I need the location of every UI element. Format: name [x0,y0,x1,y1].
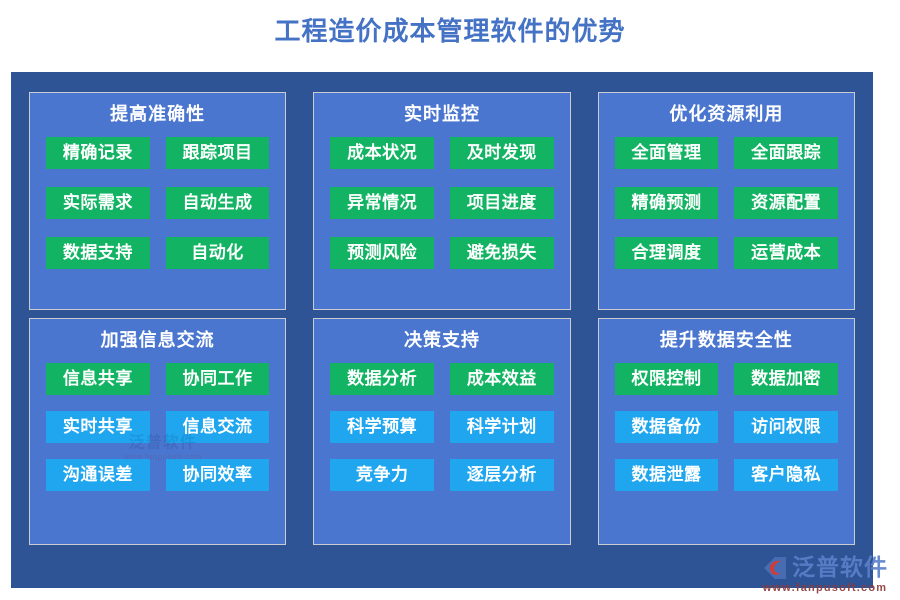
page-title: 工程造价成本管理软件的优势 [274,17,626,46]
feature-tag[interactable]: 及时发现 [449,137,554,169]
feature-tag[interactable]: 全面管理 [614,137,719,169]
feature-tag[interactable]: 避免损失 [449,237,554,269]
panel-grid: 提高准确性精确记录跟踪项目实际需求自动生成数据支持自动化实时监控成本状况及时发现… [29,92,855,572]
feature-tag[interactable]: 数据加密 [734,363,838,395]
feature-tag[interactable]: 数据分析 [330,363,434,395]
feature-tag[interactable]: 跟踪项目 [165,137,270,169]
advantage-panel: 提高准确性精确记录跟踪项目实际需求自动生成数据支持自动化 [29,92,287,310]
tag-grid: 权限控制数据加密数据备份访问权限数据泄露客户隐私 [609,363,844,534]
feature-tag[interactable]: 实时共享 [46,411,150,443]
feature-tag[interactable]: 逐层分析 [449,459,554,491]
tag-grid: 成本状况及时发现异常情况项目进度预测风险避免损失 [324,137,559,299]
feature-tag[interactable]: 实际需求 [46,187,150,219]
feature-tag[interactable]: 沟通误差 [46,459,150,491]
feature-tag[interactable]: 预测风险 [330,237,434,269]
feature-tag[interactable]: 权限控制 [614,363,719,395]
feature-tag[interactable]: 资源配置 [734,187,838,219]
feature-tag[interactable]: 成本效益 [449,363,554,395]
feature-tag[interactable]: 异常情况 [330,187,434,219]
panel-title: 加强信息交流 [100,330,215,350]
feature-tag[interactable]: 协同效率 [165,459,270,491]
tag-grid: 全面管理全面跟踪精确预测资源配置合理调度运营成本 [609,137,844,299]
feature-tag[interactable]: 数据泄露 [614,459,719,491]
panel-title: 优化资源利用 [669,104,784,124]
feature-tag[interactable]: 信息交流 [165,411,270,443]
tag-grid: 数据分析成本效益科学预算科学计划竞争力逐层分析 [324,363,559,534]
advantage-panel: 优化资源利用全面管理全面跟踪精确预测资源配置合理调度运营成本 [597,92,855,310]
advantage-panel: 实时监控成本状况及时发现异常情况项目进度预测风险避免损失 [313,92,571,310]
feature-tag[interactable]: 运营成本 [734,237,838,269]
feature-tag[interactable]: 访问权限 [734,411,838,443]
panel-title: 决策支持 [403,330,480,350]
feature-tag[interactable]: 信息共享 [46,363,150,395]
tag-grid: 信息共享协同工作实时共享信息交流沟通误差协同效率 [40,363,275,534]
feature-tag[interactable]: 竞争力 [330,459,434,491]
tag-grid: 精确记录跟踪项目实际需求自动生成数据支持自动化 [40,137,275,299]
advantages-board: 提高准确性精确记录跟踪项目实际需求自动生成数据支持自动化实时监控成本状况及时发现… [11,72,873,588]
feature-tag[interactable]: 全面跟踪 [734,137,838,169]
feature-tag[interactable]: 自动生成 [165,187,270,219]
feature-tag[interactable]: 数据备份 [614,411,719,443]
feature-tag[interactable]: 科学计划 [449,411,554,443]
feature-tag[interactable]: 合理调度 [614,237,719,269]
feature-tag[interactable]: 项目进度 [449,187,554,219]
advantage-panel: 决策支持数据分析成本效益科学预算科学计划竞争力逐层分析 [313,318,571,545]
feature-tag[interactable]: 数据支持 [46,237,150,269]
panel-title: 提升数据安全性 [659,330,793,350]
feature-tag[interactable]: 精确预测 [614,187,719,219]
feature-tag[interactable]: 精确记录 [46,137,150,169]
feature-tag[interactable]: 自动化 [165,237,270,269]
panel-title: 实时监控 [403,104,480,124]
feature-tag[interactable]: 科学预算 [330,411,434,443]
panel-title: 提高准确性 [110,104,206,124]
feature-tag[interactable]: 协同工作 [165,363,270,395]
feature-tag[interactable]: 客户隐私 [734,459,838,491]
advantage-panel: 提升数据安全性权限控制数据加密数据备份访问权限数据泄露客户隐私 [597,318,855,545]
feature-tag[interactable]: 成本状况 [330,137,434,169]
